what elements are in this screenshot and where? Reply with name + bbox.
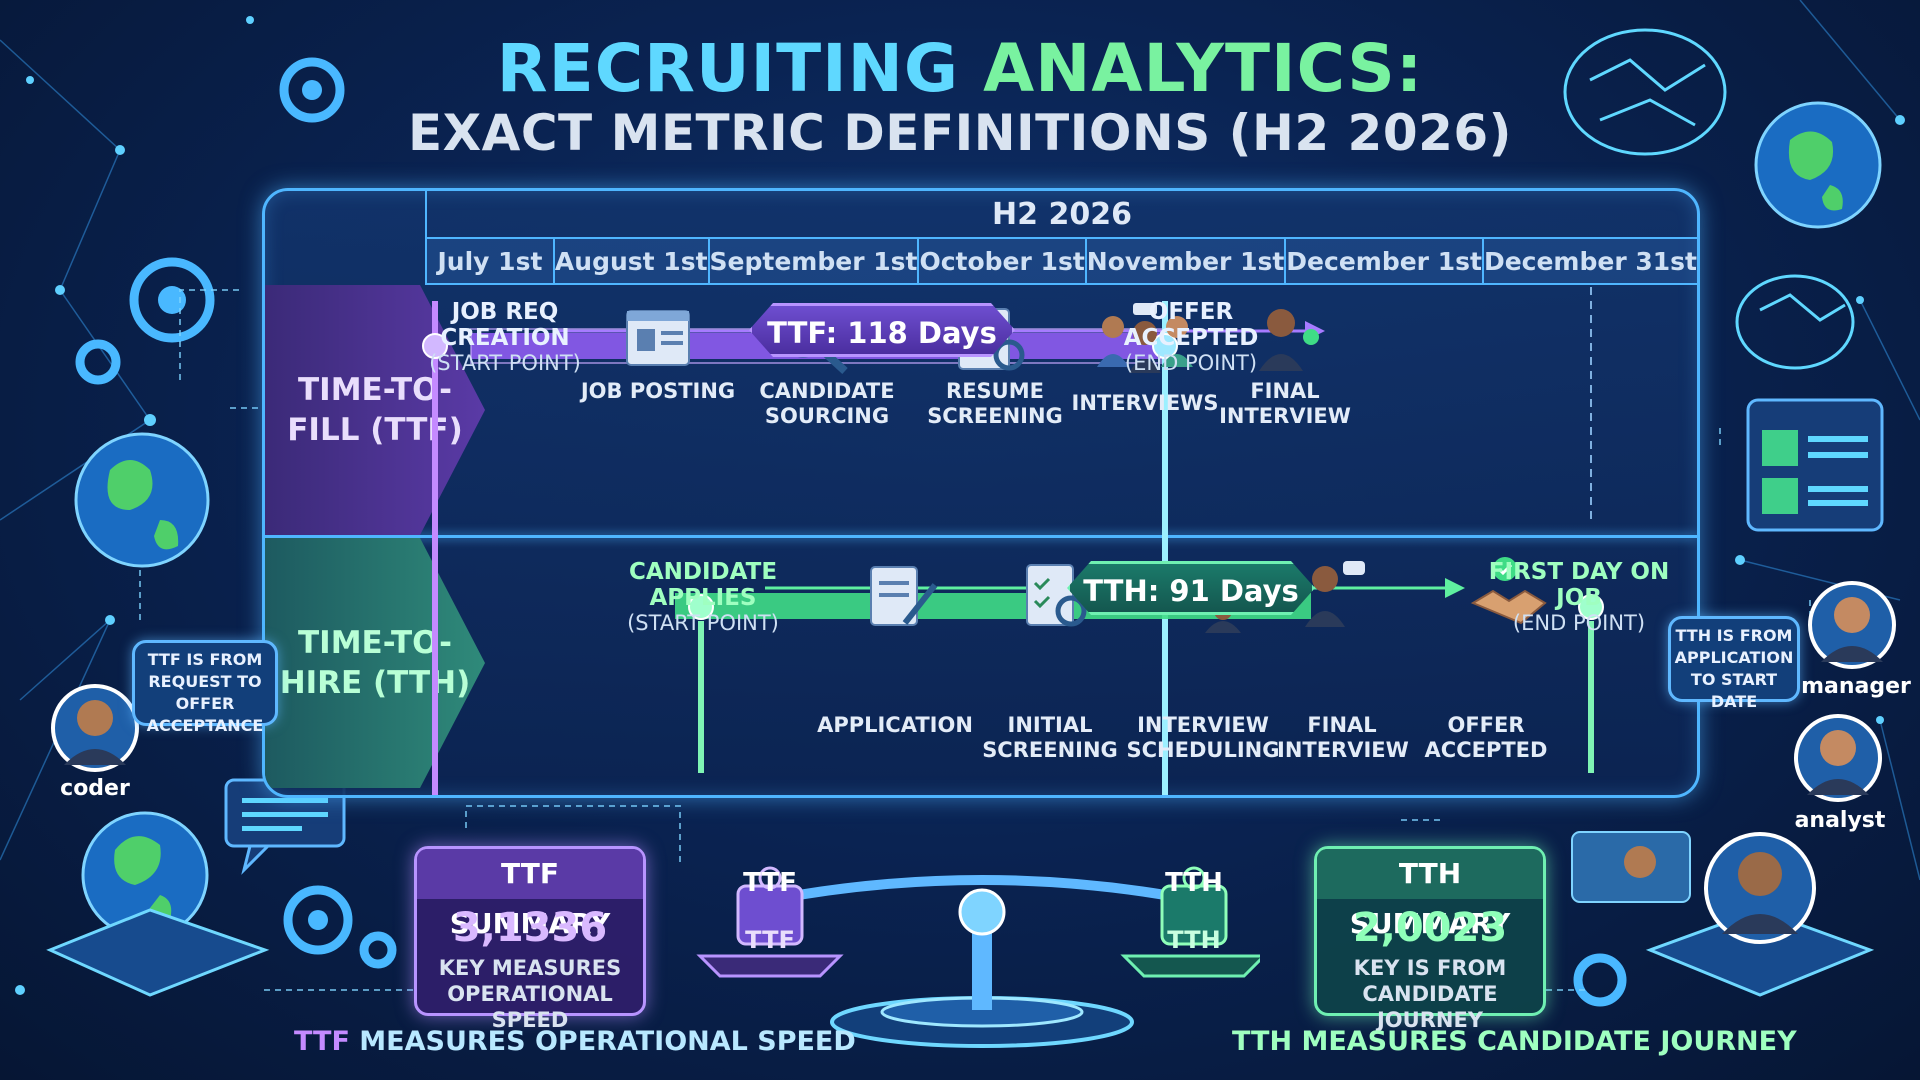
ttf-stage-label: INTERVIEWS bbox=[1071, 391, 1219, 415]
month-cell: July 1st bbox=[427, 239, 555, 283]
bubble-line: TO START DATE bbox=[1690, 670, 1778, 711]
tth-summary-line1: KEY IS FROM bbox=[1353, 956, 1507, 980]
footer-tth-note: TTH MEASURES CANDIDATE JOURNEY bbox=[1232, 1026, 1797, 1057]
ttf-end-sub: (END POINT) bbox=[1124, 351, 1258, 375]
bubble-line: OFFER ACCEPTANCE bbox=[146, 694, 264, 735]
row-divider bbox=[265, 535, 1697, 538]
period-header: H2 2026 bbox=[425, 191, 1697, 239]
footer-ttf-accent: TTF bbox=[294, 1026, 350, 1057]
handshake-icon bbox=[1470, 557, 1547, 625]
tth-summary-card: TTH SUMMARY 2,0023 KEY IS FROM CANDIDATE… bbox=[1314, 846, 1546, 1032]
ttf-summary-card: TTF SUMMARY 3,1336 KEY MEASURES OPERATIO… bbox=[414, 846, 646, 1032]
ttf-end-point: OFFER ACCEPTED (END POINT) bbox=[1081, 299, 1301, 375]
tth-summary-line2: CANDIDATE JOURNEY bbox=[1362, 982, 1498, 1032]
ttf-stage-label: CANDIDATE SOURCING bbox=[759, 379, 895, 428]
bubble-line: APPLICATION bbox=[1674, 648, 1794, 667]
avatar bbox=[51, 581, 1896, 944]
tth-start-sub: (START POINT) bbox=[627, 611, 779, 635]
bubble-line: TTF IS FROM bbox=[147, 650, 263, 669]
timeline-panel: H2 2026 July 1st August 1st September 1s… bbox=[262, 188, 1700, 798]
scale-ttf-weight: TTF bbox=[743, 868, 797, 898]
ttf-stage-label: FINAL INTERVIEW bbox=[1219, 379, 1351, 428]
tth-duration-pill: TTH: 91 Days bbox=[1067, 561, 1315, 615]
tth-stage-label: OFFER ACCEPTED bbox=[1424, 713, 1548, 762]
scale-tth-pan-label: TTH bbox=[1167, 926, 1221, 954]
tth-start-label: CANDIDATE APPLIES bbox=[628, 559, 778, 611]
ttf-start-sub: (START POINT) bbox=[429, 351, 581, 375]
globe-icon bbox=[74, 101, 1882, 939]
tth-stage-label: FINAL INTERVIEW bbox=[1277, 713, 1409, 762]
scale-ttf-pan-label: TTF bbox=[745, 926, 795, 954]
ttf-summary-value: 3,1336 bbox=[452, 905, 608, 951]
ttf-definition-bubble: TTF IS FROM REQUEST TO OFFER ACCEPTANCE bbox=[132, 640, 278, 735]
ttf-summary-line2: OPERATIONAL SPEED bbox=[447, 982, 613, 1032]
group-interview-icon bbox=[1097, 303, 1193, 373]
tth-stage-label: INITIAL SCREENING bbox=[982, 713, 1118, 762]
tth-summary-value: 2,0023 bbox=[1352, 905, 1508, 951]
job-posting-icon bbox=[626, 310, 690, 366]
month-cell: November 1st bbox=[1086, 239, 1287, 283]
analyst-label: analyst bbox=[1794, 808, 1886, 833]
ttf-summary-line1: KEY MEASURES bbox=[438, 956, 622, 980]
tth-start-point: CANDIDATE APPLIES (START POINT) bbox=[583, 559, 823, 635]
interviewer-icon bbox=[1305, 561, 1365, 627]
manager-label: manager bbox=[1801, 674, 1911, 699]
month-cell: September 1st bbox=[709, 239, 920, 283]
tth-end-point: FIRST DAY ON JOB (END POINT) bbox=[1469, 559, 1689, 635]
footer-ttf-note: TTF MEASURES OPERATIONAL SPEED bbox=[294, 1026, 856, 1057]
tth-end-sub: (END POINT) bbox=[1512, 611, 1646, 635]
month-cell: October 1st bbox=[919, 239, 1087, 283]
tth-definition-bubble: TTH IS FROM APPLICATION TO START DATE bbox=[1668, 616, 1800, 711]
final-interview-icon bbox=[1259, 309, 1319, 371]
month-cell: August 1st bbox=[554, 239, 710, 283]
ttf-stage-label: RESUME SCREENING bbox=[927, 379, 1063, 428]
bubble-line: REQUEST TO bbox=[148, 672, 262, 691]
ttf-stage-label: JOB POSTING bbox=[580, 379, 736, 403]
title-part-2: ANALYTICS: bbox=[983, 30, 1424, 107]
page-subtitle: EXACT METRIC DEFINITIONS (H2 2026) bbox=[407, 104, 1513, 162]
tth-summary-title: TTH SUMMARY bbox=[1317, 849, 1543, 940]
footer-ttf-rest: MEASURES OPERATIONAL SPEED bbox=[349, 1026, 856, 1057]
coder-label: coder bbox=[60, 776, 130, 801]
profile-card-icon bbox=[1746, 398, 1884, 532]
ttf-duration-pill: TTF: 118 Days bbox=[749, 303, 1015, 357]
balance-scale-icon bbox=[696, 866, 1260, 1048]
ttf-end-dot bbox=[1152, 333, 1178, 359]
bubble-line: TTH IS FROM bbox=[1675, 626, 1793, 645]
ttf-start-label: JOB REQ CREATION bbox=[440, 299, 570, 351]
tth-start-dot bbox=[688, 594, 714, 620]
gear-icon bbox=[75, 57, 1627, 1007]
timeline-graphics bbox=[422, 287, 1604, 795]
tth-stage-label: APPLICATION bbox=[817, 713, 973, 737]
ttf-summary-title: TTF SUMMARY bbox=[417, 849, 643, 940]
month-cell: December 1st bbox=[1286, 239, 1484, 283]
ttf-start-point: JOB REQ CREATION (START POINT) bbox=[385, 299, 625, 375]
tth-stage-label: INTERVIEW SCHEDULING bbox=[1126, 713, 1280, 762]
application-form-icon bbox=[870, 566, 938, 626]
ttf-end-label: OFFER ACCEPTED bbox=[1123, 299, 1259, 351]
page-title: RECRUITING ANALYTICS: bbox=[0, 30, 1920, 107]
scale-tth-weight: TTH bbox=[1165, 868, 1223, 898]
ttf-start-dot bbox=[422, 333, 448, 359]
month-header-row: July 1st August 1st September 1st Octobe… bbox=[425, 239, 1697, 285]
brain-icon bbox=[1563, 28, 1855, 370]
tth-end-dot bbox=[1578, 594, 1604, 620]
title-part-1: RECRUITING bbox=[496, 30, 960, 107]
clipboard-check-icon bbox=[1026, 564, 1087, 627]
month-cell: December 31st bbox=[1483, 239, 1697, 283]
tth-end-label: FIRST DAY ON JOB bbox=[1488, 559, 1670, 611]
